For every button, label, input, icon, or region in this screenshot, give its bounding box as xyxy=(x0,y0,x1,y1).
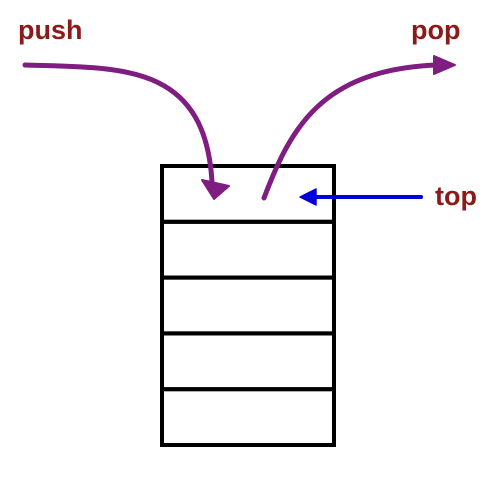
stack-container xyxy=(160,164,336,448)
top-pointer-arrow xyxy=(299,188,423,206)
pop-arrow xyxy=(261,55,456,201)
stack-slot xyxy=(160,219,336,280)
push-label: push xyxy=(18,15,83,45)
pop-label: pop xyxy=(411,15,461,45)
stack-slot xyxy=(160,387,336,448)
push-arrow xyxy=(22,62,230,200)
top-label: top xyxy=(435,181,477,211)
stack-slot xyxy=(160,331,336,392)
stack-slot xyxy=(160,275,336,336)
